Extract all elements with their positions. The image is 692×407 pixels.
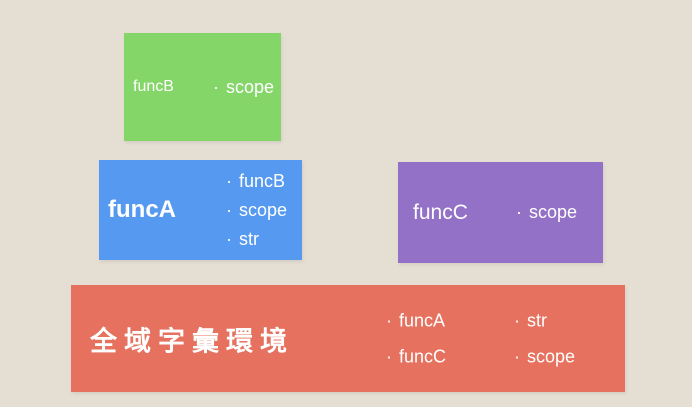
list-item: · funcB [226, 171, 287, 192]
item-text: funcB [238, 170, 285, 191]
item-text: str [238, 228, 259, 249]
item-text: funcA [399, 310, 446, 330]
list-item: · funcC [386, 346, 446, 367]
scope-box-funcA: funcA · funcB · scope · str [99, 160, 302, 260]
list-item: · str [514, 310, 575, 331]
box-label-funcB: funcB [133, 78, 174, 95]
item-text: scope [225, 76, 274, 97]
list-item: · scope [226, 200, 287, 221]
scope-box-funcB: funcB · scope [124, 33, 281, 141]
bullet-icon: · [514, 346, 520, 366]
list-item: · funcA [386, 310, 446, 331]
item-text: funcC [399, 346, 447, 366]
bullet-icon: · [212, 76, 219, 97]
bullet-icon: · [386, 310, 392, 330]
item-text: scope [527, 346, 576, 366]
bullet-icon: · [225, 170, 232, 191]
item-column-1: · funcA · funcC [386, 310, 446, 367]
bullet-icon: · [225, 199, 232, 220]
list-item: · scope [516, 202, 577, 223]
scope-box-global: 全域字彙環境 · funcA · funcC · str · scope [71, 285, 625, 392]
box-label-global: 全域字彙環境 [90, 326, 294, 356]
bullet-icon: · [225, 228, 232, 249]
bullet-icon: · [515, 202, 522, 222]
list-item: · str [226, 229, 287, 250]
list-item: · scope [514, 346, 575, 367]
item-text: scope [528, 202, 577, 222]
box-label-funcA: funcA [108, 196, 176, 223]
box-label-funcC: funcC [413, 200, 468, 224]
item-text: str [527, 310, 547, 330]
scope-box-funcC: funcC · scope [398, 162, 603, 263]
item-column-2: · str · scope [514, 310, 575, 367]
bullet-icon: · [514, 310, 520, 330]
list-item: · scope [213, 77, 274, 98]
bullet-icon: · [386, 346, 392, 366]
item-text: scope [238, 199, 287, 220]
item-list: · funcB · scope · str [226, 171, 287, 250]
